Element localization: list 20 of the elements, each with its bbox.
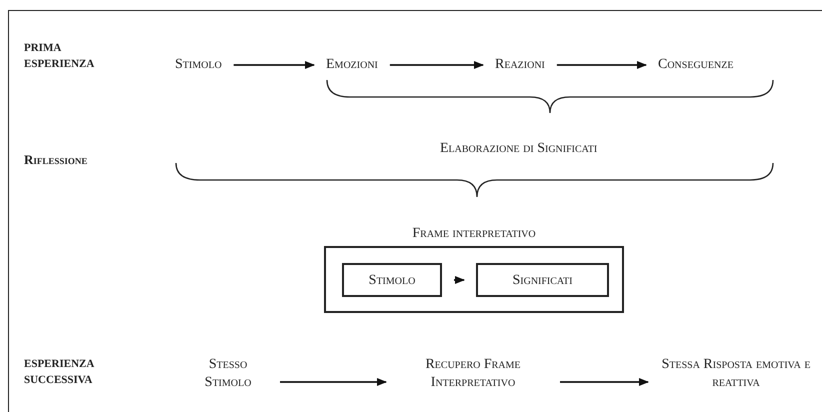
step-text: Conseguenze xyxy=(658,56,734,74)
row-label: Riflessione xyxy=(24,151,88,169)
arrow xyxy=(390,61,484,69)
step-text: Reazioni xyxy=(495,56,545,74)
row-label: ESPERIENZA SUCCESSIVA xyxy=(24,357,96,388)
arrow xyxy=(234,61,315,69)
arrow xyxy=(454,276,465,284)
concept-box: Stimolo xyxy=(342,263,442,297)
step-text: Stessa Risposta emotiva e reattiva xyxy=(660,356,812,392)
step-text: Emozioni xyxy=(326,56,378,74)
brace-label: Elaborazione di Significati xyxy=(440,140,598,158)
step-text: Stesso Stimolo xyxy=(188,356,268,392)
arrow xyxy=(280,378,387,386)
step-text: Recupero Frame Interpretativo xyxy=(398,356,548,392)
step-text: Stimolo xyxy=(175,56,222,74)
row-label: PRIMA ESPERIENZA xyxy=(24,41,96,72)
arrow xyxy=(560,378,649,386)
concept-box: Significati xyxy=(476,263,609,297)
arrow xyxy=(556,61,647,69)
frame-heading: Frame interpretativo xyxy=(411,225,537,243)
